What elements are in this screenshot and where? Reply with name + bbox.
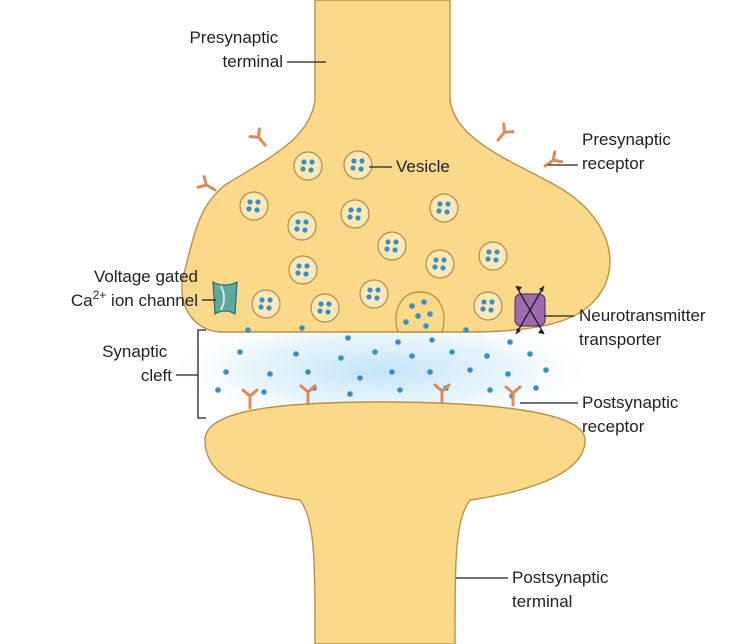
- presynaptic-receptor-label: Presynaptic receptor: [582, 130, 676, 173]
- neurotransmitter: [261, 389, 267, 395]
- neurotransmitter: [533, 385, 539, 391]
- neurotransmitter: [347, 391, 353, 397]
- neurotransmitter: [527, 351, 533, 357]
- presynaptic-terminal-label: Presynaptic terminal: [189, 28, 283, 71]
- vesicle: [311, 294, 339, 322]
- neurotransmitter: [245, 327, 251, 333]
- neurotransmitter: [409, 303, 415, 309]
- neurotransmitter: [484, 353, 490, 359]
- neurotransmitter: [345, 335, 351, 341]
- neurotransmitter: [423, 323, 429, 329]
- neurotransmitter: [357, 375, 363, 381]
- neurotransmitter: [427, 369, 433, 375]
- neurotransmitter: [429, 337, 435, 343]
- neurotransmitter: [449, 349, 455, 355]
- neurotransmitter: [427, 311, 433, 317]
- postsynaptic-receptor-label: Postsynaptic receptor: [582, 393, 683, 436]
- neurotransmitter: [305, 369, 311, 375]
- vesicle: [294, 152, 322, 180]
- neurotransmitter: [467, 367, 473, 373]
- neurotransmitter: [543, 367, 549, 373]
- neurotransmitter-transporter-label: Neurotransmitter transporter: [579, 306, 710, 349]
- vesicle: [474, 292, 502, 320]
- neurotransmitter: [421, 299, 427, 305]
- neurotransmitter: [389, 369, 395, 375]
- neurotransmitter: [397, 387, 403, 393]
- calcium-ion-channel: [213, 282, 237, 314]
- voltage-gated-label: Voltage gated: [94, 267, 198, 286]
- neurotransmitter: [463, 327, 469, 333]
- neurotransmitter: [415, 313, 421, 319]
- neurotransmitter: [299, 325, 305, 331]
- vesicle: [344, 151, 372, 179]
- vesicle: [426, 250, 454, 278]
- presynaptic-receptor: [250, 129, 269, 149]
- vesicle: [430, 194, 458, 222]
- neurotransmitter: [505, 371, 511, 377]
- neurotransmitter: [372, 349, 378, 355]
- neurotransmitter: [507, 339, 513, 345]
- vesicle: [479, 242, 507, 270]
- neurotransmitter: [293, 351, 299, 357]
- neurotransmitter: [267, 371, 273, 377]
- vesicle: [378, 232, 406, 260]
- vesicle: [288, 212, 316, 240]
- calcium-channel-label: Ca2+ ion channel: [71, 288, 198, 310]
- postsynaptic-terminal-label: Postsynaptic terminal: [512, 568, 613, 611]
- neurotransmitter: [409, 353, 415, 359]
- presynaptic-receptor: [542, 152, 562, 171]
- neurotransmitter: [215, 387, 221, 393]
- vesicle: [240, 192, 268, 220]
- vesicle: [341, 200, 369, 228]
- exocytosis-bud: [396, 292, 444, 332]
- neurotransmitter: [338, 355, 344, 361]
- neurotransmitter: [237, 349, 243, 355]
- neurotransmitter: [223, 369, 229, 375]
- neurotransmitter: [395, 339, 401, 345]
- vesicle: [360, 280, 388, 308]
- vesicle: [252, 290, 280, 318]
- vesicle: [289, 256, 317, 284]
- vesicle-label: Vesicle: [396, 157, 450, 176]
- neurotransmitter: [487, 387, 493, 393]
- presynaptic-receptor: [198, 177, 218, 195]
- neurotransmitter: [403, 319, 409, 325]
- presynaptic-receptor: [493, 124, 512, 144]
